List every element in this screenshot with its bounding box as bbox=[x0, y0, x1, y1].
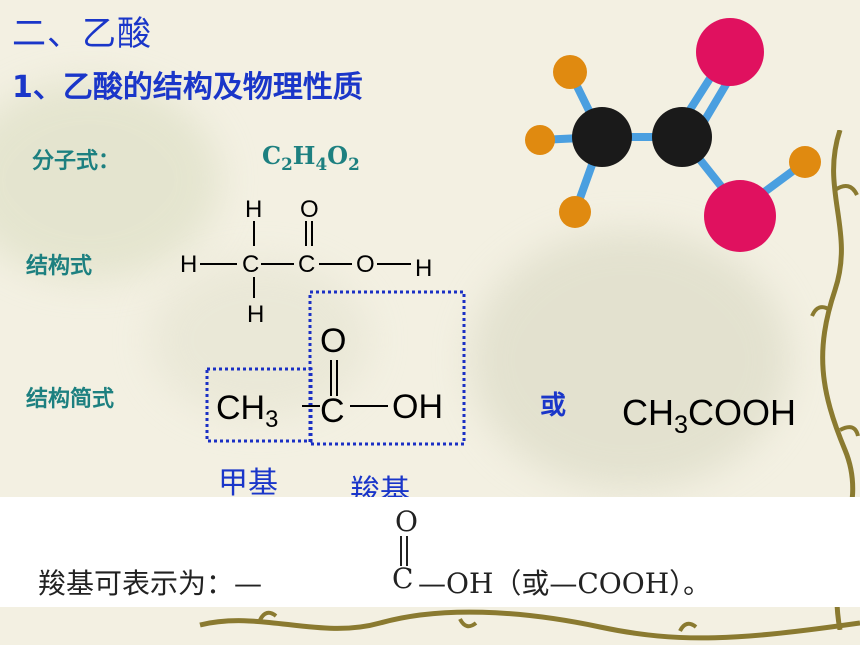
methyl-group: CH3 bbox=[216, 389, 279, 433]
carboxyl-note-prefix: 羧基可表示为：— bbox=[38, 567, 263, 600]
structural-formula-diagram: H O H C C O H H bbox=[180, 196, 432, 325]
oxygen-atom bbox=[696, 18, 764, 86]
carbon-atom bbox=[652, 107, 712, 167]
or-word: 或 bbox=[540, 391, 567, 421]
hydroxyl-group: OH bbox=[392, 388, 443, 426]
structural-formula-label: 结构式 bbox=[26, 254, 93, 279]
page-subtitle: 1、乙酸的结构及物理性质 bbox=[12, 70, 363, 105]
condensed-formula: CH3COOH bbox=[622, 392, 797, 440]
carboxyl-dotted-box bbox=[308, 290, 466, 446]
atom-o: O bbox=[356, 251, 375, 278]
carboxyl-note-suffix: —OH（或—COOH）。 bbox=[418, 567, 712, 600]
atom-c: C bbox=[298, 251, 315, 278]
bg-leaf-blob bbox=[0, 80, 220, 280]
carboxyl-note-oxygen: O bbox=[395, 505, 418, 538]
carboxyl-oxygen: O bbox=[320, 322, 347, 360]
oxygen-atom bbox=[704, 180, 776, 252]
carboxyl-double-bond bbox=[330, 360, 338, 396]
hydrogen-atom bbox=[559, 196, 591, 228]
carboxyl-carbon: C bbox=[320, 392, 345, 430]
molecular-formula: C2H4O2 bbox=[262, 141, 360, 174]
atom-h: H bbox=[180, 251, 197, 278]
methyl-label: 甲基 bbox=[218, 466, 278, 501]
bg-leaf-blob bbox=[150, 260, 370, 420]
carbon-atom bbox=[572, 107, 632, 167]
carboxyl-note-double-bond bbox=[400, 536, 408, 566]
single-bond bbox=[350, 405, 388, 407]
section-title: 二、乙酸 bbox=[12, 14, 152, 54]
molecular-formula-label: 分子式： bbox=[32, 149, 121, 174]
hydrogen-atom bbox=[553, 55, 587, 89]
carboxyl-note-carbon: C bbox=[392, 562, 414, 595]
atom-h: H bbox=[247, 301, 264, 325]
simplified-formula-label: 结构简式 bbox=[26, 387, 115, 412]
hydrogen-atom bbox=[525, 125, 555, 155]
atom-c: C bbox=[242, 251, 259, 278]
hydrogen-atom bbox=[789, 146, 821, 178]
note-band bbox=[0, 497, 860, 607]
single-bond bbox=[302, 405, 320, 407]
vine-decoration-bottom bbox=[199, 609, 860, 641]
bg-leaf-blob bbox=[470, 230, 790, 490]
acetic-acid-ball-stick-model bbox=[525, 18, 821, 252]
atom-h: H bbox=[245, 196, 262, 223]
atom-h: H bbox=[415, 255, 432, 282]
atom-o: O bbox=[300, 196, 319, 223]
